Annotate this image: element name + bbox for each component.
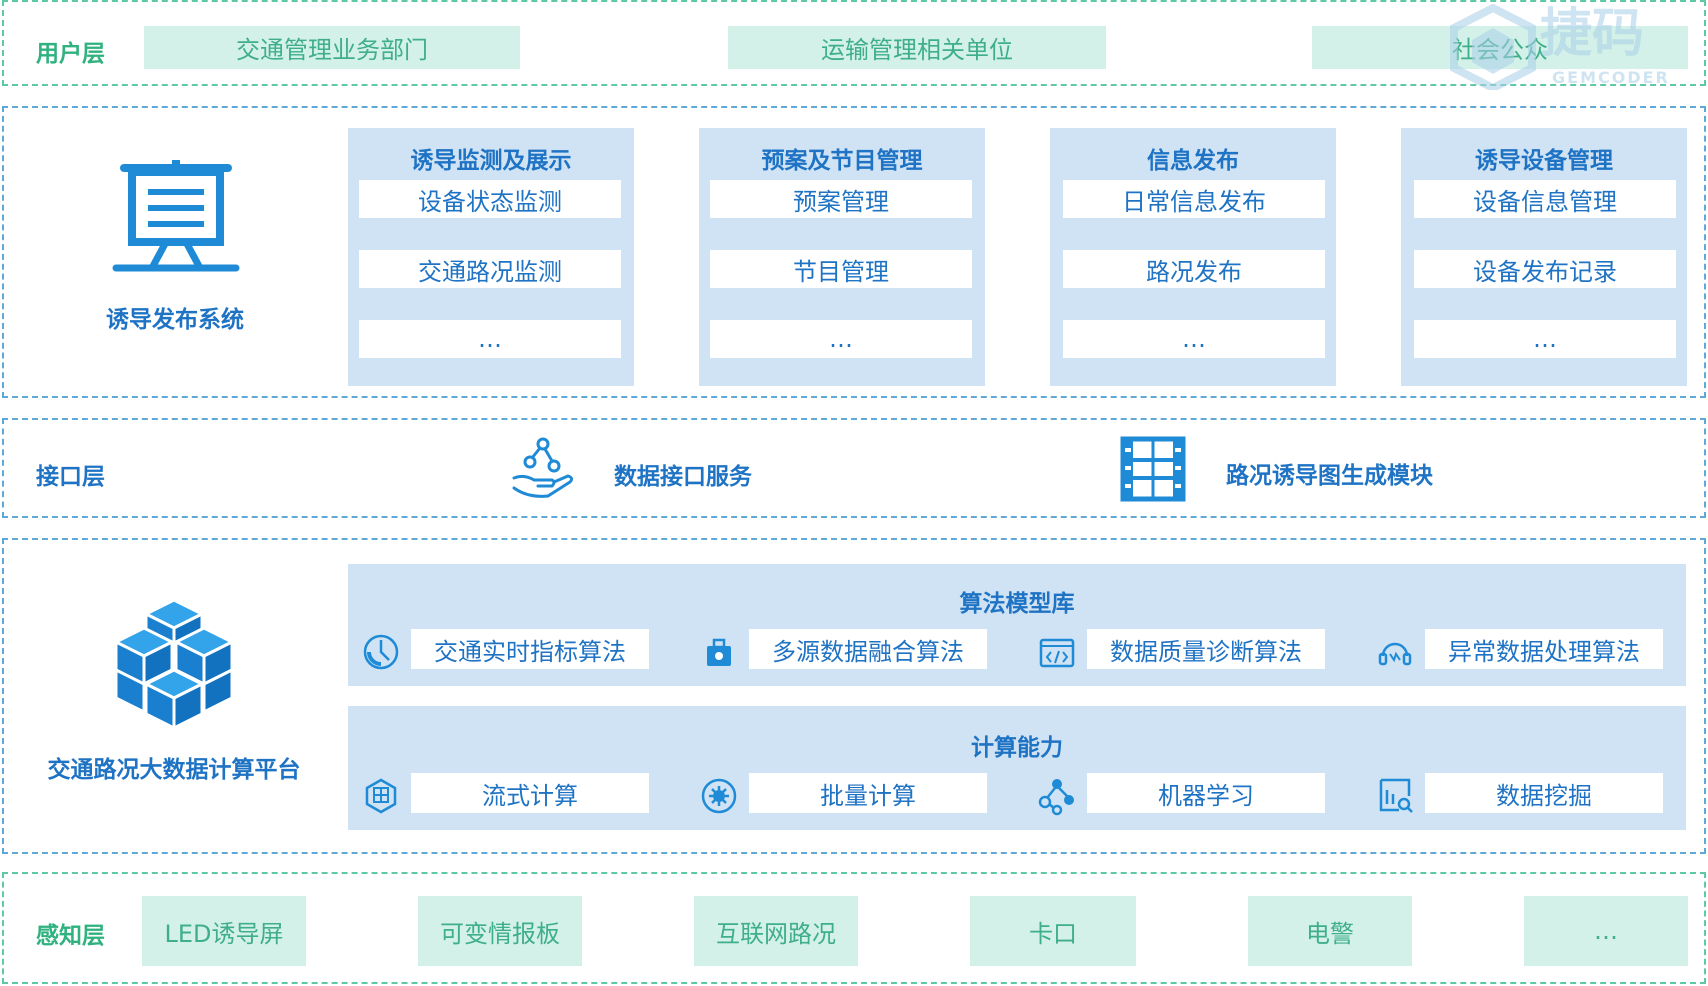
- user-layer-label: 用户层: [36, 41, 105, 67]
- interface-layer-label: 接口层: [36, 464, 105, 490]
- compute-item: 流式计算: [411, 773, 649, 813]
- cubes-icon: [365, 778, 397, 814]
- interface-layer: [2, 418, 1706, 518]
- column-item: …: [1414, 320, 1676, 358]
- algorithm-library-panel: 算法模型库 交通实时指标算法 多源数据融合算法 数据质量诊断算法 异常数据处理算…: [348, 564, 1686, 686]
- hand-data-icon: [512, 437, 574, 498]
- clock-icon: [363, 634, 399, 670]
- panel-title: 算法模型库: [959, 591, 1075, 617]
- perception-item: …: [1524, 896, 1688, 966]
- column-item: …: [359, 320, 621, 358]
- cog-icon: [701, 778, 737, 814]
- guidance-column: 诱导设备管理 设备信息管理 设备发布记录 …: [1401, 128, 1687, 386]
- column-item: …: [710, 320, 972, 358]
- column-item: 节目管理: [710, 250, 972, 288]
- briefcase-icon: [707, 638, 731, 666]
- platform-layer: [2, 538, 1706, 854]
- perception-layer: [2, 872, 1706, 984]
- algorithm-item: 多源数据融合算法: [749, 629, 987, 669]
- perception-item: 可变情报板: [418, 896, 582, 966]
- interface-item-label: 数据接口服务: [614, 464, 752, 490]
- guidance-system-name: 诱导发布系统: [106, 307, 244, 333]
- code-window-icon: [1039, 638, 1075, 668]
- guidance-column: 预案及节目管理 预案管理 节目管理 …: [699, 128, 985, 386]
- column-item: 设备状态监测: [359, 180, 621, 218]
- column-title: 预案及节目管理: [761, 148, 923, 174]
- algorithm-item: 交通实时指标算法: [411, 629, 649, 669]
- algorithm-item: 数据质量诊断算法: [1087, 629, 1325, 669]
- perception-item: 互联网路况: [694, 896, 858, 966]
- presentation-board-icon: [112, 160, 240, 272]
- column-item: …: [1063, 320, 1325, 358]
- headset-icon: [1378, 642, 1412, 666]
- guidance-column: 信息发布 日常信息发布 路况发布 …: [1050, 128, 1336, 386]
- algorithm-item: 异常数据处理算法: [1425, 629, 1663, 669]
- nodes-icon: [1038, 779, 1074, 816]
- column-title: 诱导监测及展示: [410, 148, 572, 174]
- column-title: 诱导设备管理: [1475, 148, 1613, 174]
- user-item: 交通管理业务部门: [144, 26, 520, 69]
- watermark-cn: 捷码: [1540, 4, 1645, 64]
- perception-item: 卡口: [970, 896, 1136, 966]
- chart-search-icon: [1379, 778, 1413, 813]
- guidance-system-layer: [2, 106, 1706, 398]
- column-item: 路况发布: [1063, 250, 1325, 288]
- panel-title: 计算能力: [971, 735, 1063, 761]
- perception-item: LED诱导屏: [142, 896, 306, 966]
- perception-layer-label: 感知层: [36, 923, 105, 949]
- column-item: 日常信息发布: [1063, 180, 1325, 218]
- cube-stack-icon: [114, 598, 234, 730]
- column-item: 交通路况监测: [359, 250, 621, 288]
- column-item: 预案管理: [710, 180, 972, 218]
- user-layer: [2, 0, 1706, 86]
- user-item: 运输管理相关单位: [728, 26, 1106, 69]
- column-title: 信息发布: [1147, 148, 1239, 174]
- watermark-en: GEMCODER: [1552, 68, 1670, 87]
- compute-item: 机器学习: [1087, 773, 1325, 813]
- compute-item: 批量计算: [749, 773, 987, 813]
- guidance-column: 诱导监测及展示 设备状态监测 交通路况监测 …: [348, 128, 634, 386]
- interface-item-label: 路况诱导图生成模块: [1226, 463, 1433, 489]
- film-grid-icon: [1120, 436, 1186, 502]
- compute-capability-panel: 计算能力 流式计算 批量计算 机器学习 数据挖掘: [348, 706, 1686, 830]
- watermark-logo: 捷码 GEMCODER: [1448, 4, 1708, 90]
- perception-item: 电警: [1248, 896, 1412, 966]
- column-item: 设备发布记录: [1414, 250, 1676, 288]
- column-item: 设备信息管理: [1414, 180, 1676, 218]
- compute-item: 数据挖掘: [1425, 773, 1663, 813]
- platform-name: 交通路况大数据计算平台: [47, 757, 301, 783]
